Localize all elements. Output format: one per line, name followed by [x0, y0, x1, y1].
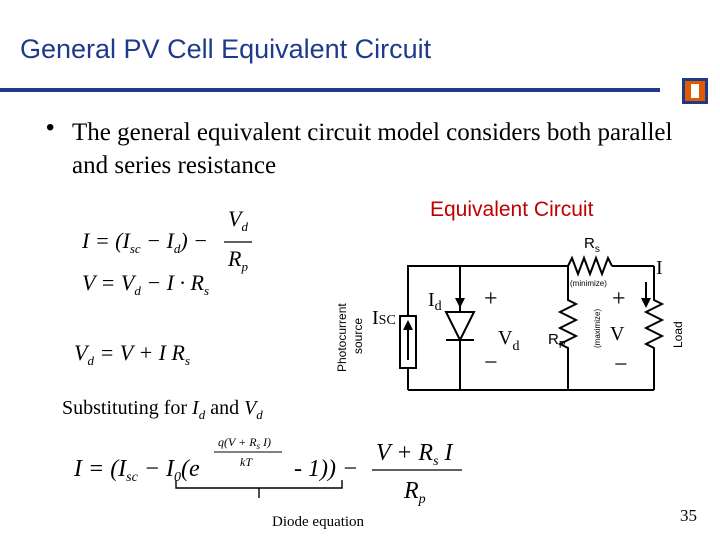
photocurrent-source-label: source: [351, 318, 365, 354]
rs-label: Rs: [584, 235, 600, 255]
current-source-arrowhead: [403, 320, 413, 330]
big-eq-denominator: Rp: [403, 478, 426, 507]
logo-letter: [691, 84, 699, 98]
rp-resistor: [557, 266, 579, 390]
big-eq-lhs: I = (Isc − I0(e: [73, 456, 200, 485]
i-arrowhead: [641, 298, 651, 308]
v-minus: −: [614, 352, 628, 378]
big-eq-minus-one: - 1)) −: [294, 456, 358, 482]
id-label: Id: [428, 289, 442, 314]
big-eq-exponent-denominator: kT: [240, 455, 253, 469]
substituting-line: Substituting for Id and Vd: [62, 397, 263, 423]
eq1-lhs: I = (Isc − Id) −: [81, 228, 208, 256]
substituting-prefix: Substituting for: [62, 397, 188, 419]
eq1-denominator: Rp: [227, 246, 248, 274]
load-resistor: [643, 266, 665, 390]
circuit-title: Equivalent Circuit: [430, 198, 594, 221]
i-label: I: [656, 257, 663, 279]
rp-label: RP: [548, 331, 566, 351]
bullet-text: The general equivalent circuit model con…: [72, 119, 673, 179]
slide-title: General PV Cell Equivalent Circuit: [20, 34, 432, 64]
photocurrent-label: Photocurrent: [335, 303, 349, 372]
rs-resistor: [567, 255, 613, 277]
big-eq-numerator: V + Rs I: [376, 440, 454, 469]
load-label: Load: [671, 321, 685, 348]
id-arrowhead: [455, 298, 465, 308]
eq1-numerator: Vd: [228, 206, 248, 234]
substituting-id: Id: [192, 397, 206, 422]
page-number: 35: [680, 506, 697, 525]
diode-symbol: [444, 311, 476, 343]
substituting-and: and: [210, 397, 240, 419]
vd-plus: +: [484, 286, 498, 312]
vd-label: Vd: [498, 327, 519, 354]
v-label: V: [610, 323, 625, 345]
minimize-label: (minimize): [570, 279, 607, 288]
eq2: V = Vd − I · Rs: [82, 270, 209, 298]
vd-minus: −: [484, 350, 498, 376]
isc-label: ISC: [372, 307, 396, 329]
substituting-vd: Vd: [244, 397, 263, 422]
maximize-label: (maximize): [593, 309, 602, 348]
diode-term-brace: [175, 480, 343, 498]
university-logo: [682, 78, 708, 104]
big-eq-exponent-numerator: q(V + Rs I): [218, 435, 271, 451]
diode-equation-note: Diode equation: [272, 514, 365, 530]
bullet-marker: •: [46, 114, 55, 141]
v-plus: +: [612, 286, 626, 312]
title-rule: [0, 88, 660, 92]
eq3: Vd = V + I Rs: [74, 340, 190, 368]
